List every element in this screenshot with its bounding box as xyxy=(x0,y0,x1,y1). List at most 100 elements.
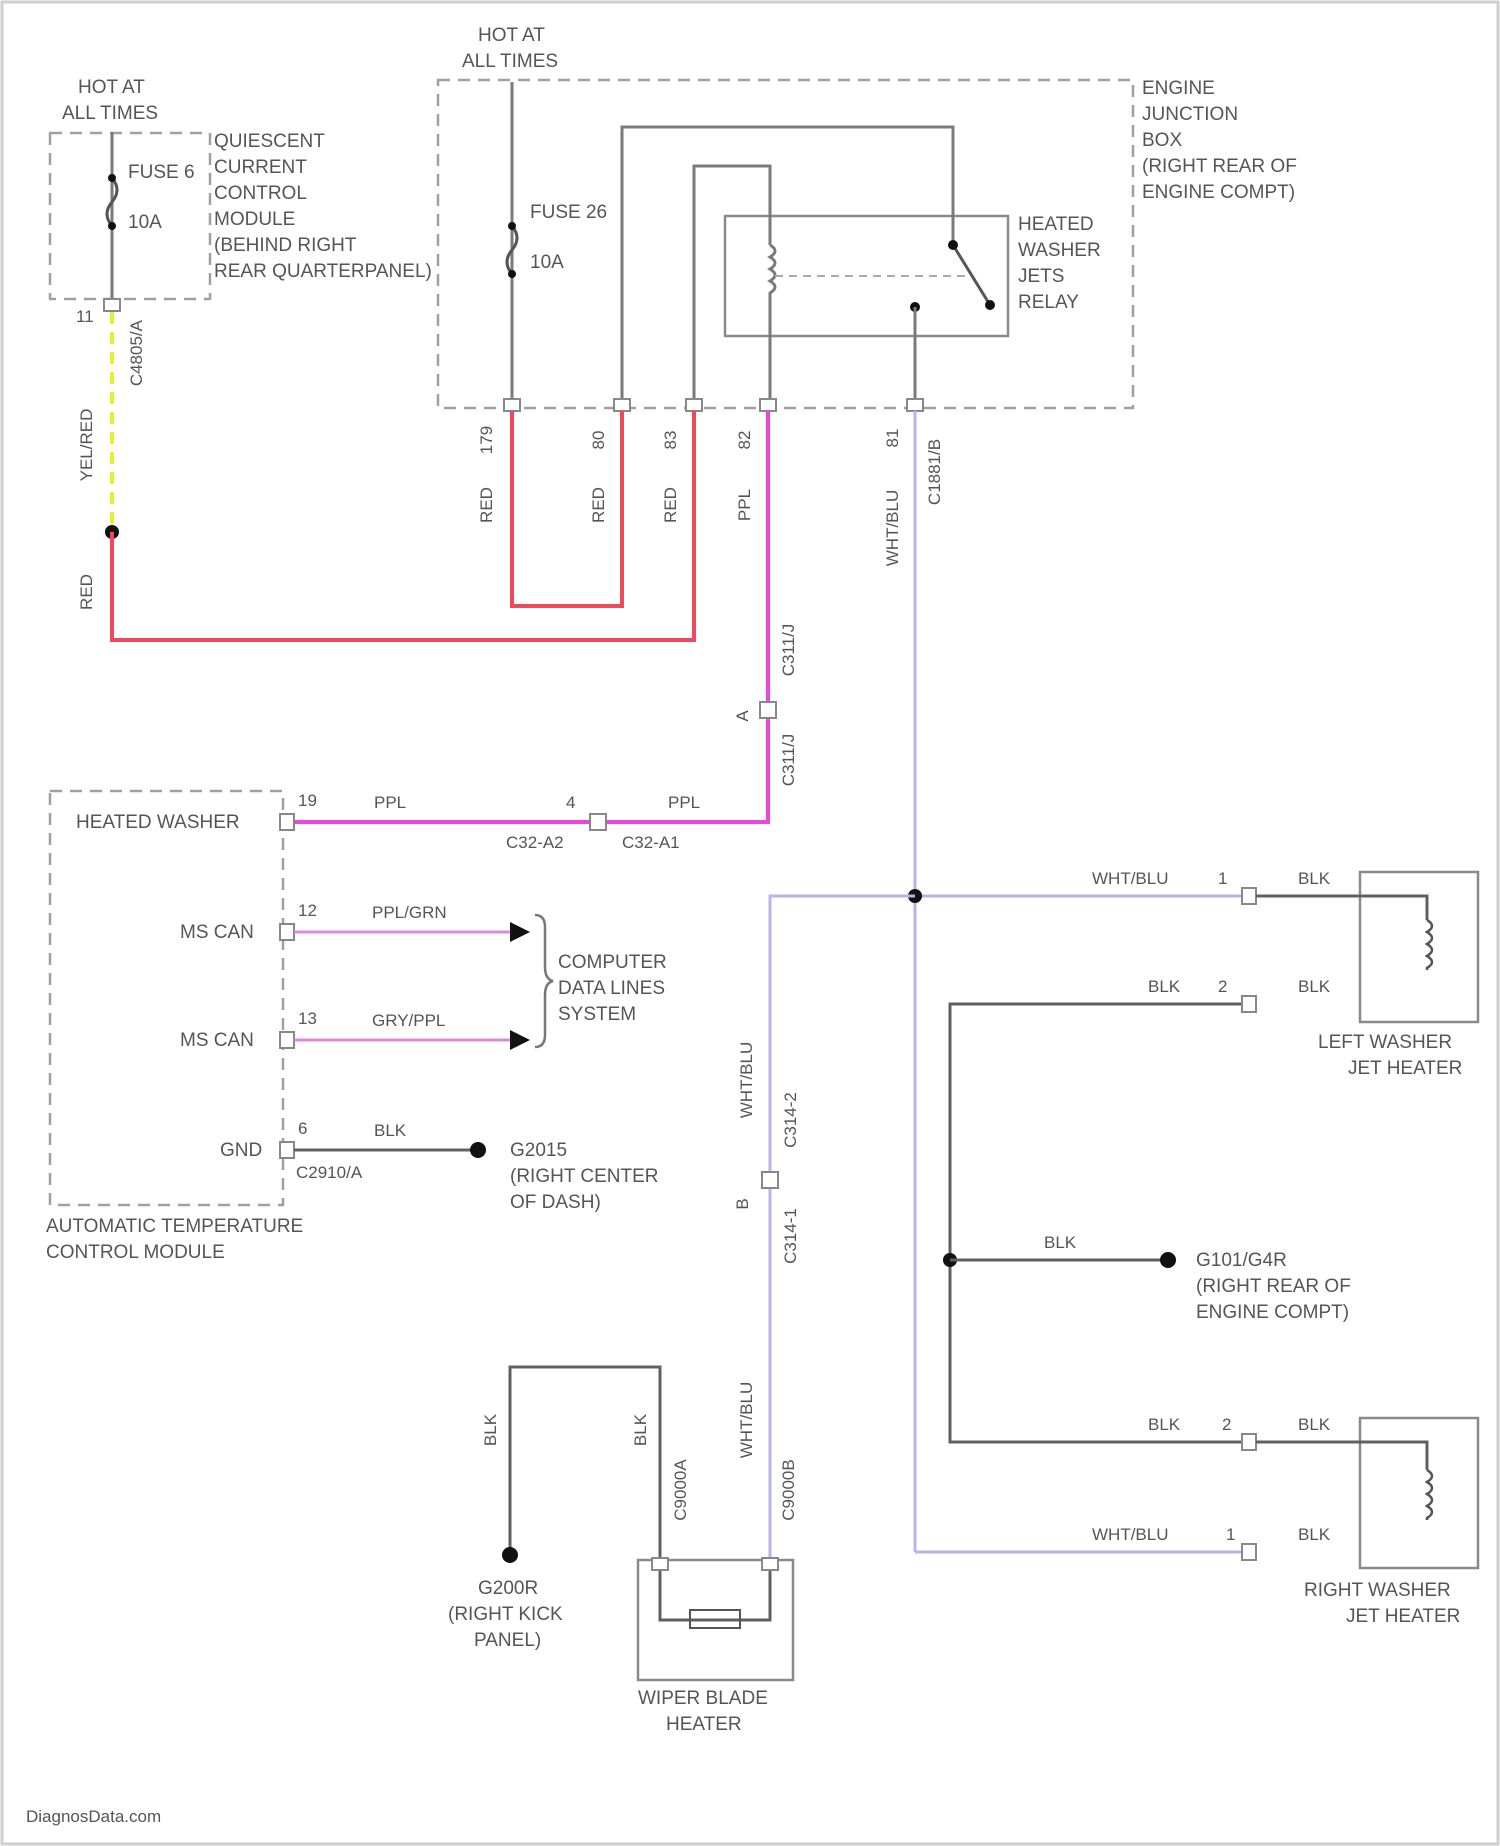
conn-c2910a-label: C2910/A xyxy=(296,1163,363,1182)
g2015-line-2: (RIGHT CENTER xyxy=(510,1166,658,1187)
hot-top-line-1: HOT AT xyxy=(478,25,545,46)
ejb-fuse-node-2 xyxy=(508,270,516,278)
right-jet-heater-icon xyxy=(1427,1470,1432,1520)
relay-coil xyxy=(770,245,775,403)
g2015-line-1: G2015 xyxy=(510,1140,567,1161)
relay-outer-loop xyxy=(622,127,953,402)
wiper-pin-2 xyxy=(762,1558,778,1570)
qcc-fuse-node-1 xyxy=(108,174,116,182)
computer-line-2: DATA LINES xyxy=(558,978,665,999)
wire-gry-ppl-label: GRY/PPL xyxy=(372,1011,445,1030)
wb-conn-2-label: C9000B xyxy=(779,1459,798,1520)
ejb-line-1: ENGINE xyxy=(1142,78,1215,99)
pin-83-label: 83 xyxy=(661,431,680,450)
atc-module-line-1: AUTOMATIC TEMPERATURE xyxy=(46,1216,303,1237)
ejb-line-2: JUNCTION xyxy=(1142,104,1238,125)
lj-label-line-2: JET HEATER xyxy=(1348,1058,1462,1079)
c314-connector xyxy=(762,1172,778,1188)
pin-12-label: 12 xyxy=(298,901,317,920)
pin-83-marker xyxy=(686,399,702,411)
computer-bracket xyxy=(535,915,553,1047)
ms-can-label-1: MS CAN xyxy=(180,922,254,943)
conn-pin-4-label: 4 xyxy=(566,793,575,812)
qcc-module-line-3: CONTROL xyxy=(214,183,307,204)
qcc-fuse-amp: 10A xyxy=(128,212,162,233)
qcc-pin-marker xyxy=(104,299,120,311)
atc-pin-6 xyxy=(280,1142,294,1158)
left-jet-wiring xyxy=(1256,896,1427,920)
pin-6-label: 6 xyxy=(298,1119,307,1138)
ms-can-label-2: MS CAN xyxy=(180,1030,254,1051)
g101-line-1: G101/G4R xyxy=(1196,1250,1287,1271)
purple-wire xyxy=(290,411,768,822)
lj-label-line-1: LEFT WASHER xyxy=(1318,1032,1452,1053)
wire-wht-blu-label: WHT/BLU xyxy=(883,490,902,567)
pin-82-marker xyxy=(760,399,776,411)
wb-blk-right-label: BLK xyxy=(631,1413,650,1446)
ejb-fuse-node-1 xyxy=(508,222,516,230)
g2015-line-3: OF DASH) xyxy=(510,1192,601,1213)
lj-pin-1-label: 1 xyxy=(1218,869,1227,888)
rj-blk-2b-label: BLK xyxy=(1298,1415,1331,1434)
lj-blk-2b-label: BLK xyxy=(1298,977,1331,996)
atc-pin-13 xyxy=(280,1032,294,1048)
qcc-module-line-5: (BEHIND RIGHT xyxy=(214,235,357,256)
lj-pin-1-marker xyxy=(1242,888,1256,904)
relay-line-1: HEATED xyxy=(1018,214,1094,235)
rj-pin-2-marker xyxy=(1242,1434,1256,1450)
rj-blk-2a-label: BLK xyxy=(1148,1415,1181,1434)
wire-ppl-label: PPL xyxy=(735,489,754,521)
relay-contact-2 xyxy=(985,300,995,310)
wb-blk-left-label: BLK xyxy=(481,1413,500,1446)
qcc-fuse-node-2 xyxy=(108,222,116,230)
atc-pin-12 xyxy=(280,924,294,940)
ejb-line-3: BOX xyxy=(1142,130,1182,151)
rj-pin-1-marker xyxy=(1242,1544,1256,1560)
rj-pin-1-label: 1 xyxy=(1226,1525,1235,1544)
wiper-black-wire xyxy=(510,1367,660,1565)
wiper-element xyxy=(660,1570,770,1620)
qcc-pin-label: 11 xyxy=(76,307,94,326)
wire-red-label-2: RED xyxy=(589,487,608,523)
conn-c311j-label-2: C311/J xyxy=(779,734,798,787)
ejb-line-5: ENGINE COMPT) xyxy=(1142,182,1295,203)
ejb-fuse-label: FUSE 26 xyxy=(530,202,607,223)
pin-179-marker xyxy=(504,399,520,411)
lj-pin-2-label: 2 xyxy=(1218,977,1227,996)
wb-label-line-1: WIPER BLADE xyxy=(638,1688,768,1709)
g200-line-1: G200R xyxy=(478,1578,538,1599)
hot-left-line-2: ALL TIMES xyxy=(62,103,158,124)
wire-yel-red-label: YEL/RED xyxy=(77,409,96,482)
rj-pin-2-label: 2 xyxy=(1222,1415,1231,1434)
mid-blk-label: BLK xyxy=(1044,1233,1077,1252)
lj-blk-1-label: BLK xyxy=(1298,869,1331,888)
pin-81-label: 81 xyxy=(883,429,902,448)
wb-wht-blu-label: WHT/BLU xyxy=(737,1382,756,1459)
relay-inner-loop xyxy=(694,166,770,402)
relay-line-2: WASHER xyxy=(1018,240,1101,261)
rj-wht-blu-label: WHT/BLU xyxy=(1092,1525,1169,1544)
g200-ground-dot xyxy=(502,1547,518,1563)
computer-line-3: SYSTEM xyxy=(558,1004,636,1025)
g2015-ground-dot xyxy=(470,1142,486,1158)
conn-c311j-label-1: C311/J xyxy=(779,624,798,677)
pin-179-label: 179 xyxy=(477,426,496,454)
ms-can-arrow-2 xyxy=(510,1030,530,1050)
pin-13-label: 13 xyxy=(298,1009,317,1028)
wire-red-left-label: RED xyxy=(77,574,96,610)
conn-c314-1-label: C314-1 xyxy=(781,1208,800,1264)
atc-pin-19 xyxy=(280,814,294,830)
pin-81-marker xyxy=(907,399,923,411)
conn-c32a1-label: C32-A1 xyxy=(622,833,680,852)
wiper-pin-1 xyxy=(652,1558,668,1570)
relay-line-3: JETS xyxy=(1018,266,1064,287)
relay-line-4: RELAY xyxy=(1018,292,1079,313)
hot-top-line-2: ALL TIMES xyxy=(462,51,558,72)
wb-label-line-2: HEATER xyxy=(666,1714,742,1735)
conn-c32a2-label: C32-A2 xyxy=(506,833,564,852)
conn-c1881b-label: C1881/B xyxy=(925,439,944,505)
wb-conn-1-label: C9000A xyxy=(671,1459,690,1521)
qcc-connector-label: C4805/A xyxy=(127,319,146,386)
ms-can-arrow-1 xyxy=(510,922,530,942)
